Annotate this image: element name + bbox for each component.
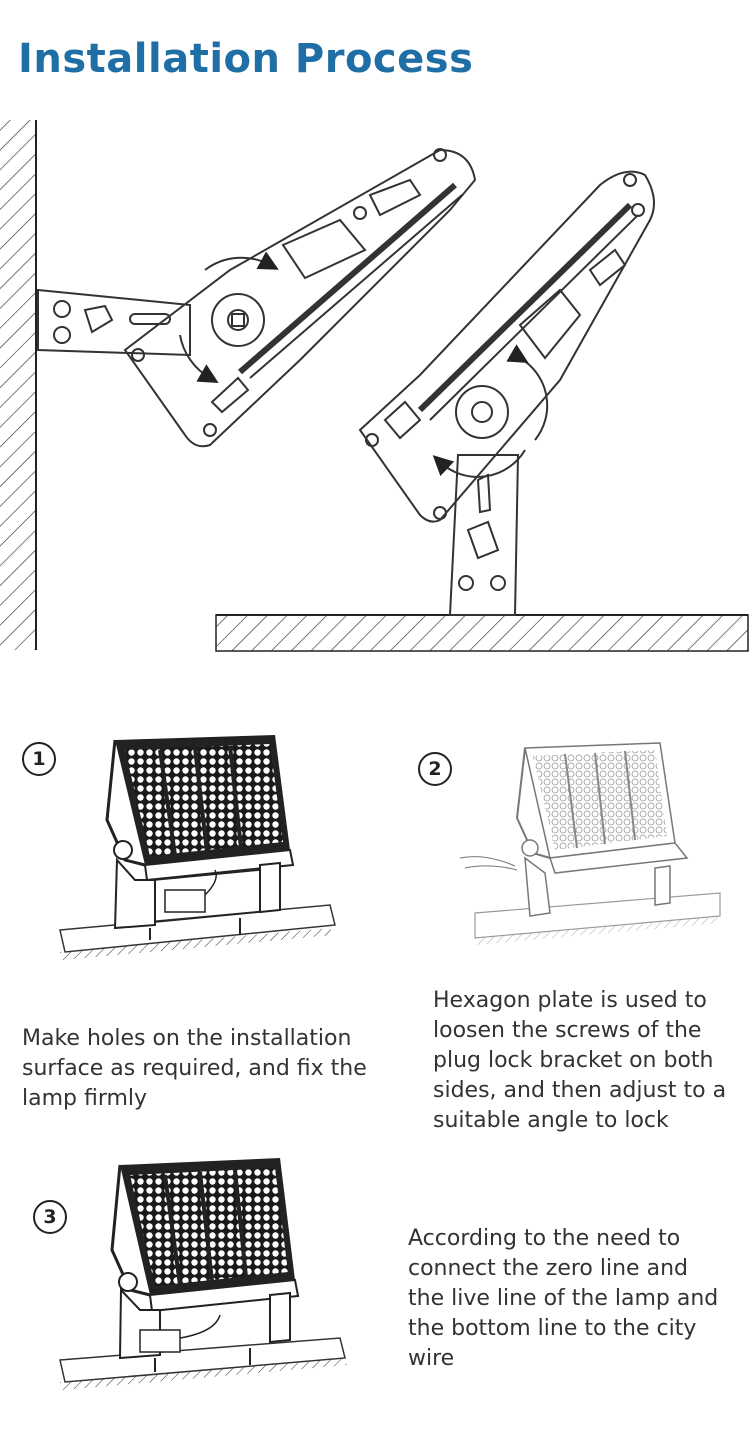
floor-bracket-stand xyxy=(448,454,520,616)
step-2-badge: 2 xyxy=(418,752,452,786)
wall-bracket-arm xyxy=(37,288,191,357)
wall-lamp-body xyxy=(123,148,477,448)
step-3-badge: 3 xyxy=(33,1200,67,1234)
step-3-illustration xyxy=(59,1158,347,1390)
wall-surface xyxy=(0,120,37,650)
step-1-illustration xyxy=(59,735,336,960)
step-2-illustration xyxy=(459,742,721,945)
step-2-text: Hexagon plate is used to loosen the scre… xyxy=(433,988,727,1133)
wall-pivot-hub xyxy=(179,251,279,384)
floor-lamp-body xyxy=(358,170,655,523)
bracket-diagram xyxy=(0,120,749,652)
floor-pivot-hub xyxy=(432,344,549,478)
floor-surface xyxy=(215,614,749,652)
step-3-text: According to the need to connect the zer… xyxy=(408,1226,719,1371)
step-1-text: Make holes on the installation surface a… xyxy=(22,1026,367,1111)
page-title: Installation Process xyxy=(18,36,474,82)
step-1-badge: 1 xyxy=(22,742,56,776)
